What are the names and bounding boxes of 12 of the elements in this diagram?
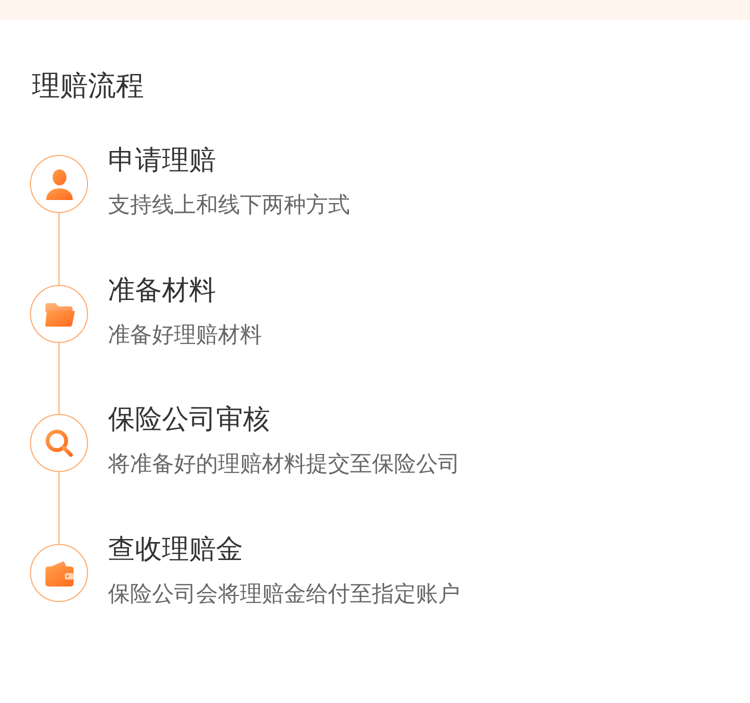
connector-line — [58, 213, 60, 285]
step-description: 准备好理赔材料 — [108, 322, 262, 350]
step-title: 申请理赔 — [108, 144, 216, 178]
step-title: 查收理赔金 — [108, 533, 243, 567]
connector-line — [58, 343, 60, 414]
step-title: 保险公司审核 — [108, 403, 270, 437]
step-title: 准备材料 — [108, 274, 216, 308]
step-description: 保险公司会将理赔金给付至指定账户 — [108, 581, 460, 609]
page-title: 理赔流程 — [32, 68, 144, 104]
step-description: 将准备好的理赔材料提交至保险公司 — [108, 451, 460, 479]
step-description: 支持线上和线下两种方式 — [108, 192, 350, 220]
connector-line — [58, 472, 60, 544]
